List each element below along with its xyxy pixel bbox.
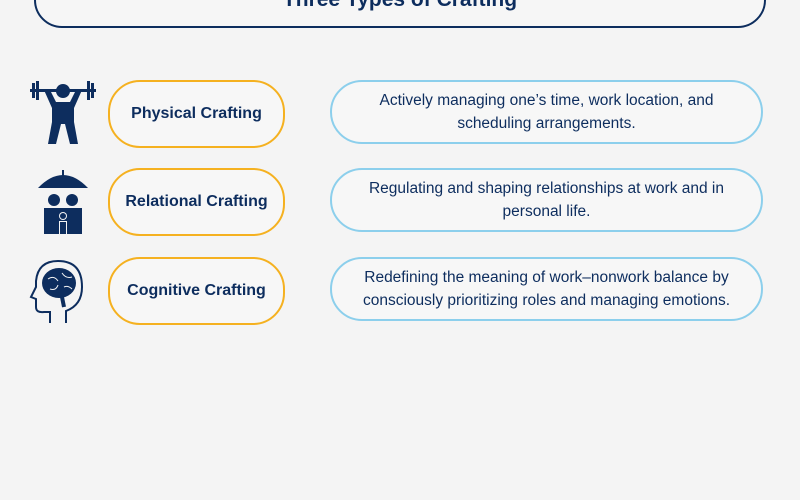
row-cognitive: Cognitive Crafting Redefining the meanin…: [0, 257, 800, 325]
row-relational: Relational Crafting Regulating and shapi…: [0, 168, 800, 236]
page-title: Three Types of Crafting: [36, 0, 764, 12]
weightlifter-icon: [30, 81, 96, 144]
relational-crafting-label: Relational Crafting: [108, 168, 285, 236]
cognitive-crafting-description: Redefining the meaning of work–nonwork b…: [330, 257, 763, 321]
physical-crafting-label: Physical Crafting: [108, 80, 285, 148]
cognitive-crafting-label: Cognitive Crafting: [108, 257, 285, 325]
physical-crafting-description: Actively managing one’s time, work locat…: [330, 80, 763, 144]
title-box: Three Types of Crafting: [34, 0, 766, 28]
brain-head-icon: [29, 259, 84, 323]
row-physical: Physical Crafting Actively managing one’…: [0, 80, 800, 148]
relational-crafting-description: Regulating and shaping relationships at …: [330, 168, 763, 232]
family-umbrella-icon: [38, 170, 88, 234]
